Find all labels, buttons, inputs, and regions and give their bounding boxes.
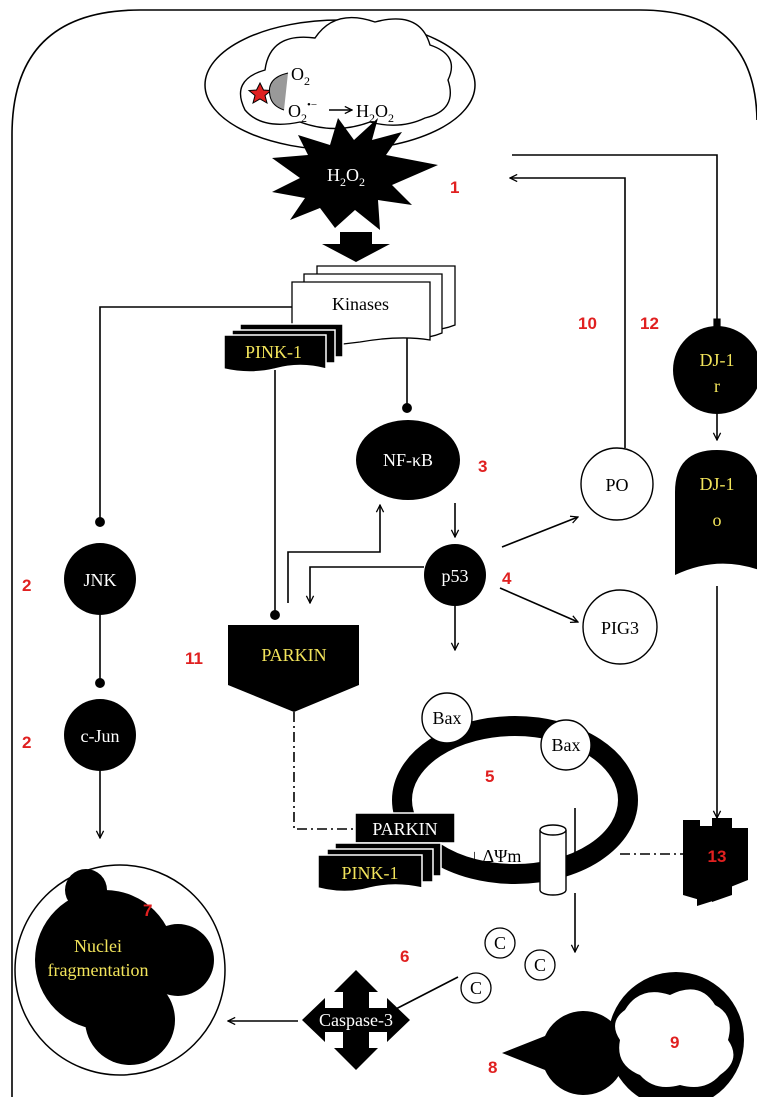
svg-text:DJ-1: DJ-1 (700, 350, 735, 370)
svg-text:C: C (494, 933, 506, 953)
svg-text:PIG3: PIG3 (601, 618, 639, 638)
svg-text:JNK: JNK (83, 570, 116, 590)
svg-text:o: o (713, 510, 722, 530)
svg-text:PINK-1: PINK-1 (245, 342, 302, 362)
step-number-4: 4 (502, 569, 512, 588)
step-number-3: 3 (478, 457, 487, 476)
svg-text:C: C (470, 978, 482, 998)
caspase3-node: Caspase-3 (302, 970, 410, 1070)
step-number-11: 11 (185, 649, 203, 668)
step-number-2b: 2 (22, 733, 31, 752)
svg-text:Nuclei: Nuclei (74, 936, 122, 956)
svg-text:Bax: Bax (433, 708, 462, 728)
dj1-reduced-node (673, 326, 757, 414)
step-number-8: 8 (488, 1058, 497, 1077)
step-number-13: 13 (708, 847, 727, 866)
svg-text:Caspase-3: Caspase-3 (319, 1010, 393, 1030)
pink1-top-stack: PINK-1 (224, 324, 343, 372)
svg-text:PARKIN: PARKIN (261, 645, 326, 665)
svg-text:fragmentation: fragmentation (48, 960, 149, 980)
step-number-6: 6 (400, 947, 409, 966)
step-number-10: 10 (578, 314, 597, 333)
svg-text:r: r (714, 376, 720, 396)
svg-text:PINK-1: PINK-1 (342, 863, 399, 883)
parkin-mito-link (294, 712, 360, 829)
svg-text:PO: PO (605, 475, 628, 495)
step-number-1: 1 (450, 178, 459, 197)
svg-text:C: C (534, 955, 546, 975)
svg-text:AIF: AIF (471, 1025, 500, 1045)
step-number-2a: 2 (22, 576, 31, 595)
step-number-7: 7 (143, 901, 152, 920)
mito-pore-channel (540, 825, 566, 895)
po-to-h2o2-line (510, 178, 625, 448)
svg-text:Bax: Bax (552, 735, 581, 755)
nucleus-node: Nuclei fragmentation (15, 865, 225, 1075)
pink1-mito-stack: PINK-1 (318, 843, 441, 892)
step-number-12: 12 (640, 314, 659, 333)
parkin-node (228, 625, 359, 712)
svg-text:c-Jun: c-Jun (81, 726, 120, 746)
svg-text:DJ-1: DJ-1 (700, 474, 735, 494)
h2o2-to-dj1-line (512, 155, 717, 323)
big-down-arrow (322, 232, 390, 262)
step-number-5: 5 (485, 767, 494, 786)
svg-text:NF-κB: NF-κB (383, 450, 433, 470)
membrane-potential-label: ↓ ΔΨm (470, 846, 521, 866)
step-number-9: 9 (670, 1033, 679, 1052)
svg-text:PARKIN: PARKIN (372, 819, 437, 839)
svg-text:Kinases: Kinases (332, 294, 389, 314)
svg-text:p53: p53 (442, 566, 469, 586)
